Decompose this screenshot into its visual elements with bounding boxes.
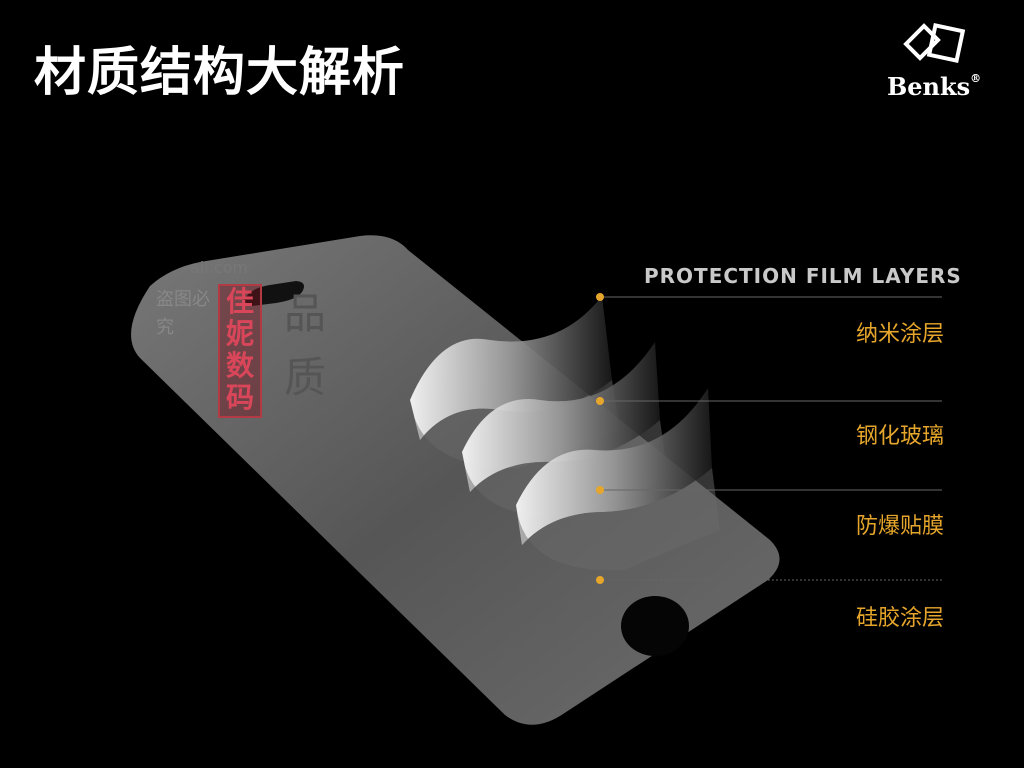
earpiece-slot-icon	[243, 281, 304, 306]
curled-layer-3	[516, 388, 720, 571]
layer-label-silicone-coating: 硅胶涂层	[856, 606, 945, 631]
watermark-quality-text: 品质	[284, 289, 327, 402]
brand-logo-text: Benks®	[887, 72, 982, 101]
watermark-warning: 盗图必究	[156, 289, 210, 338]
base-glass-sheet	[131, 235, 780, 725]
layer-label-explosion-proof-film: 防爆贴膜	[856, 514, 945, 539]
watermark-seal-stamp: 佳妮数码	[218, 284, 262, 418]
watermark-domain: ail.com	[190, 258, 248, 277]
layer-1-pointer	[596, 293, 942, 301]
layer-4-pointer	[596, 576, 942, 584]
home-button-hole-icon	[621, 596, 689, 656]
layer-label-nano-coating: 纳米涂层	[856, 322, 945, 347]
layers-heading: PROTECTION FILM LAYERS	[644, 264, 962, 288]
layer-2-pointer	[596, 397, 942, 405]
benks-logo-icon	[903, 23, 966, 63]
layer-label-tempered-glass: 钢化玻璃	[856, 424, 945, 449]
page-title: 材质结构大解析	[34, 43, 406, 103]
layer-3-pointer	[596, 486, 942, 494]
